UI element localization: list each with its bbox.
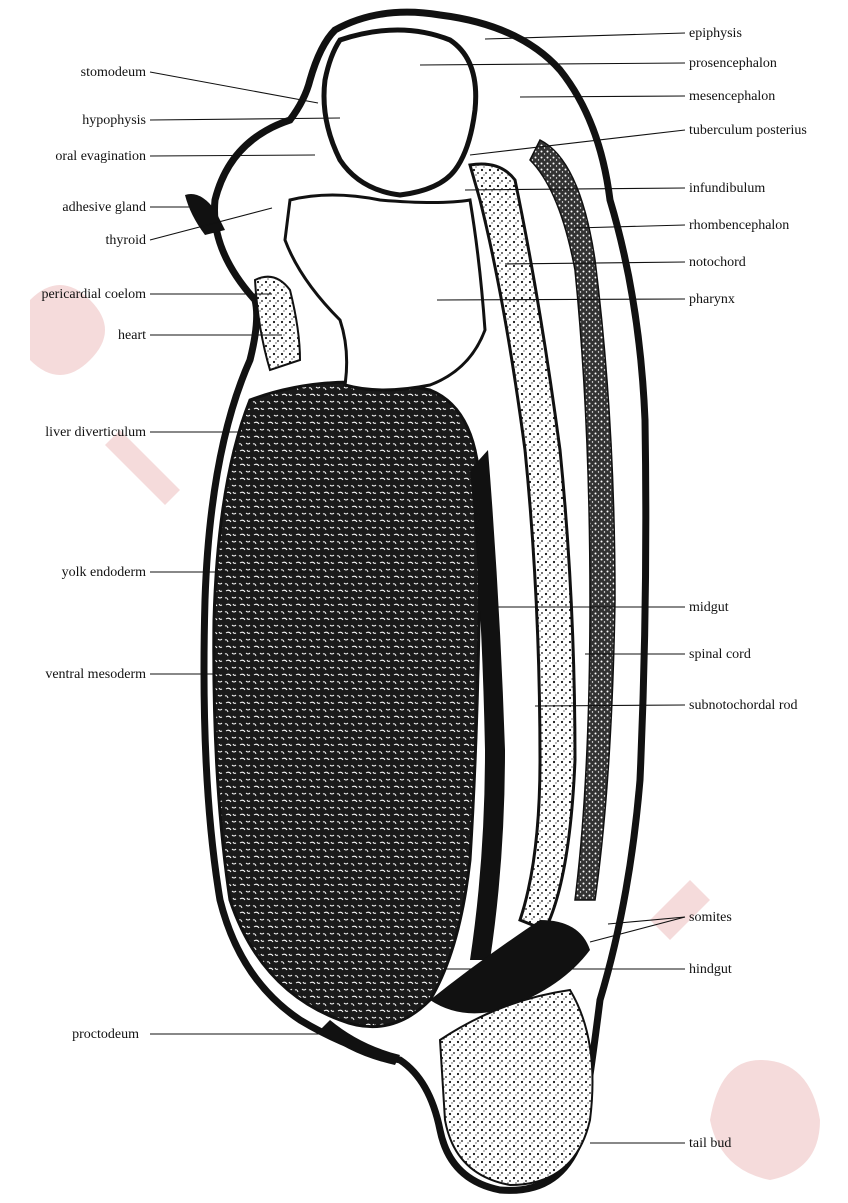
label-tail-bud: tail bud bbox=[689, 1136, 731, 1151]
label-midgut: midgut bbox=[689, 600, 729, 615]
label-epiphysis: epiphysis bbox=[689, 26, 742, 41]
labels-left: stomodeum hypophysis oral evagination ad… bbox=[41, 65, 146, 1042]
label-subnotochordal-rod: subnotochordal rod bbox=[689, 698, 797, 713]
label-somites: somites bbox=[689, 910, 732, 925]
yolk-endoderm-mass bbox=[214, 382, 480, 1027]
label-adhesive-gland: adhesive gland bbox=[62, 200, 146, 215]
label-infundibulum: infundibulum bbox=[689, 181, 765, 196]
label-thyroid: thyroid bbox=[106, 233, 146, 248]
label-pharynx: pharynx bbox=[689, 292, 735, 307]
labels-right: epiphysis prosencephalon mesencephalon t… bbox=[689, 26, 807, 1151]
label-pericardial-coelom: pericardial coelom bbox=[41, 287, 146, 302]
label-notochord: notochord bbox=[689, 255, 746, 270]
label-ventral-mesoderm: ventral mesoderm bbox=[45, 667, 146, 682]
label-hindgut: hindgut bbox=[689, 962, 732, 977]
label-liver-diverticulum: liver diverticulum bbox=[45, 425, 146, 440]
label-prosencephalon: prosencephalon bbox=[689, 56, 777, 71]
label-stomodeum: stomodeum bbox=[81, 65, 146, 80]
label-heart: heart bbox=[118, 328, 146, 343]
label-oral-evagination: oral evagination bbox=[55, 149, 146, 164]
label-tuberculum-posterius: tuberculum posterius bbox=[689, 123, 807, 138]
label-proctodeum: proctodeum bbox=[72, 1027, 139, 1042]
label-yolk-endoderm: yolk endoderm bbox=[62, 565, 146, 580]
label-hypophysis: hypophysis bbox=[82, 113, 146, 128]
label-rhombencephalon: rhombencephalon bbox=[689, 218, 789, 233]
brain-cavity bbox=[324, 30, 476, 195]
label-spinal-cord: spinal cord bbox=[689, 647, 751, 662]
label-mesencephalon: mesencephalon bbox=[689, 89, 775, 104]
